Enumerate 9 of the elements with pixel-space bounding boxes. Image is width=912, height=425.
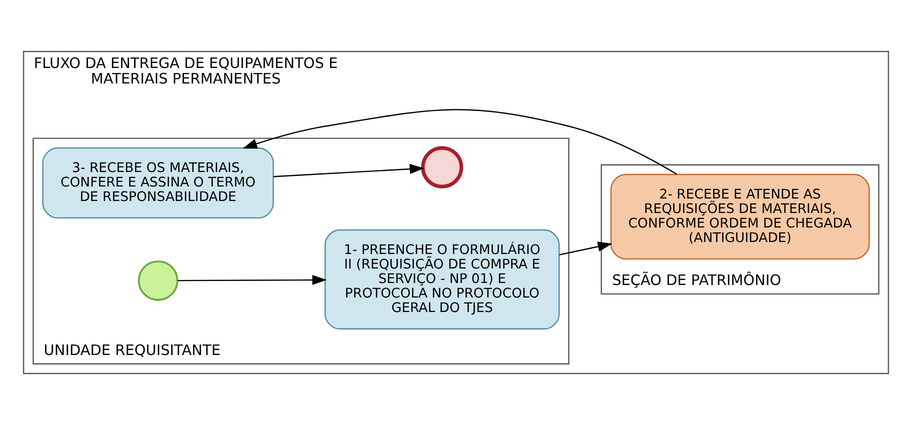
arrow (178, 274, 327, 286)
arrow (242, 109, 678, 175)
arrow (273, 164, 424, 178)
arrow (559, 242, 612, 256)
node-box: 1- PREENCHE O FORMULÁRIO II (REQUISIÇÃO DE COMPRA E SERVIÇO - NP 01) E PROTOCOLA NO PROTOCOLO GERAL DO TJES (324, 229, 560, 330)
node-box: 2- RECEBE E ATENDE AS REQUISIÇÕES DE MATERIAIS, CONFORME ORDEM DE CHEGADA (ANTIGUIDADE) (610, 174, 870, 260)
node-circle (138, 260, 178, 301)
node-box: 3- RECEBE OS MATERIAIS, CONFERE E ASSINA O TERMO DE RESPONSABILIDADE (42, 147, 274, 219)
node-circle (421, 146, 464, 188)
